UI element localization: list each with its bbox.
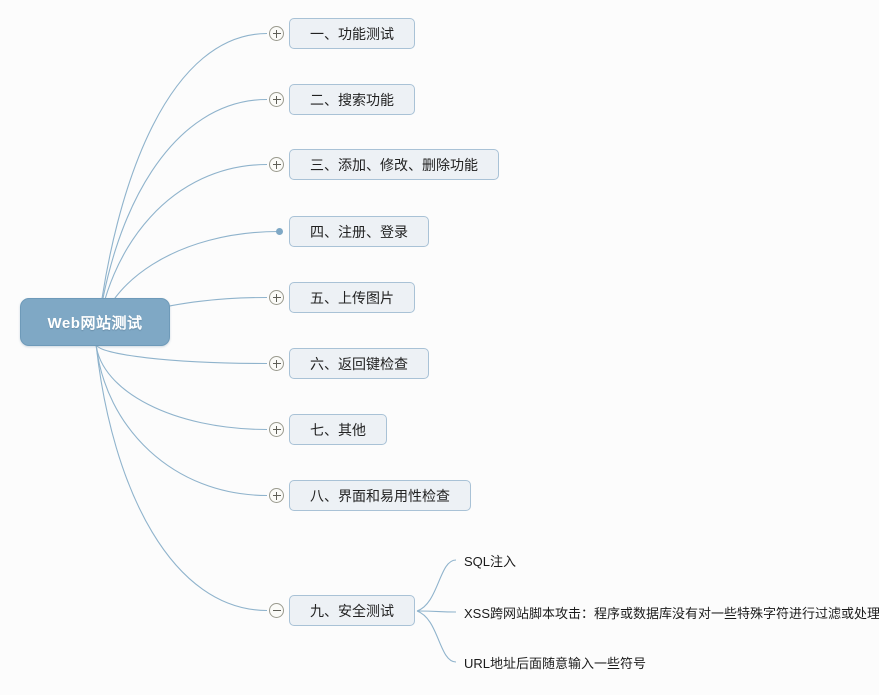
topic-node[interactable]: 六、返回键检查 (289, 348, 429, 379)
topic-node[interactable]: 五、上传图片 (289, 282, 415, 313)
toggle-horizontal-bar (272, 610, 281, 611)
sub-branch-group (416, 559, 457, 663)
main-branch-curve (95, 343, 268, 431)
toggle-vertical-bar (276, 160, 277, 169)
topic-node[interactable]: 二、搜索功能 (289, 84, 415, 115)
topic-node-label: 二、搜索功能 (310, 91, 394, 108)
sub-branch-curve (416, 610, 457, 613)
sub-branch-curve (416, 559, 457, 612)
expand-plus-icon[interactable] (269, 26, 284, 41)
topic-node-label: 一、功能测试 (310, 25, 394, 42)
subtopic-label[interactable]: URL地址后面随意输入一些符号 (464, 656, 647, 671)
topic-node-label: 四、注册、登录 (310, 223, 408, 240)
central-topic-label: Web网站测试 (47, 314, 143, 332)
topic-node[interactable]: 八、界面和易用性检查 (289, 480, 471, 511)
topic-node-label: 七、其他 (310, 421, 366, 438)
collapse-minus-icon[interactable] (269, 603, 284, 618)
topic-node[interactable]: 四、注册、登录 (289, 216, 429, 247)
topic-node[interactable]: 一、功能测试 (289, 18, 415, 49)
central-topic-web-site-testing[interactable]: Web网站测试 (20, 298, 170, 346)
topic-node[interactable]: 九、安全测试 (289, 595, 415, 626)
expand-plus-icon[interactable] (269, 356, 284, 371)
topic-node-label: 三、添加、修改、删除功能 (310, 156, 478, 173)
expand-plus-icon[interactable] (269, 422, 284, 437)
topic-node-label: 五、上传图片 (310, 289, 394, 306)
topic-node-label: 九、安全测试 (310, 602, 394, 619)
topic-node[interactable]: 七、其他 (289, 414, 387, 445)
topic-node-label: 八、界面和易用性检查 (310, 487, 450, 504)
expand-plus-icon[interactable] (269, 290, 284, 305)
toggle-vertical-bar (276, 491, 277, 500)
toggle-vertical-bar (276, 425, 277, 434)
main-branch-curve (95, 343, 268, 497)
expand-plus-icon[interactable] (269, 157, 284, 172)
main-branch-curve (95, 343, 268, 612)
sub-branch-curve (416, 610, 457, 663)
toggle-vertical-bar (276, 95, 277, 104)
expand-plus-icon[interactable] (269, 488, 284, 503)
toggle-vertical-bar (276, 29, 277, 38)
subtopic-label[interactable]: XSS跨网站脚本攻击：程序或数据库没有对一些特殊字符进行过滤或处理 (464, 606, 879, 621)
main-branch-curve (95, 343, 268, 365)
subtopic-label[interactable]: SQL注入 (464, 554, 517, 569)
topic-node[interactable]: 三、添加、修改、删除功能 (289, 149, 499, 180)
toggle-vertical-bar (276, 359, 277, 368)
topic-node-label: 六、返回键检查 (310, 355, 408, 372)
leaf-dot-icon (276, 228, 283, 235)
expand-plus-icon[interactable] (269, 92, 284, 107)
toggle-vertical-bar (276, 293, 277, 302)
